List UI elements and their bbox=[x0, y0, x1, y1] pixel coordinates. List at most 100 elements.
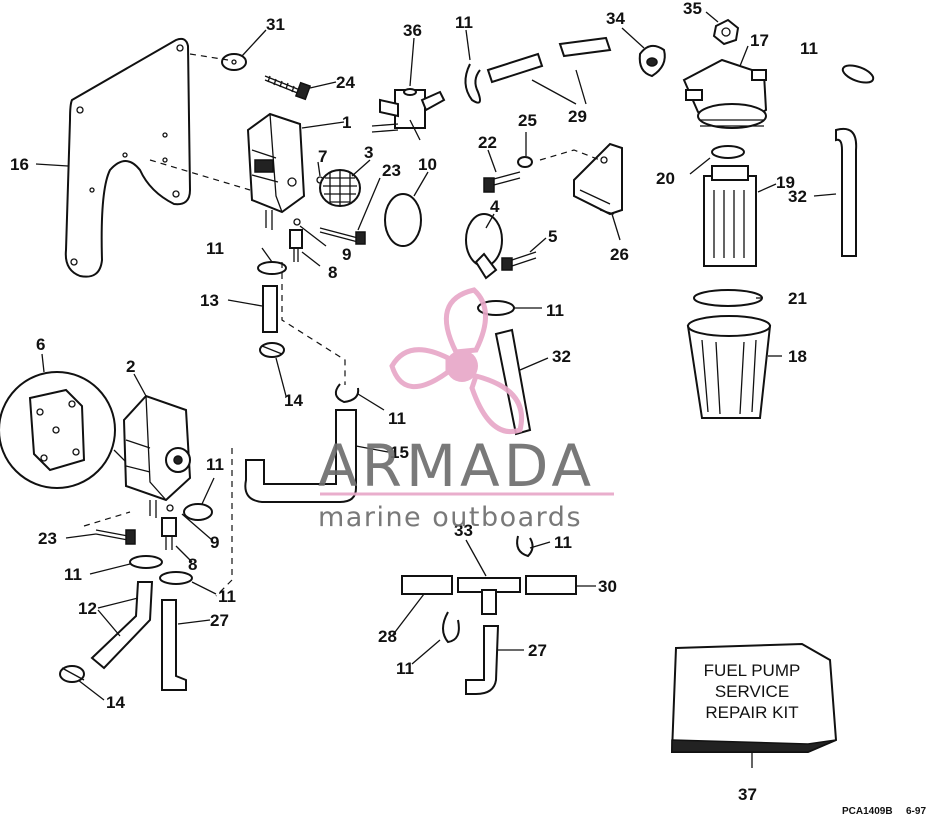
o-ring-21-part bbox=[693, 289, 763, 307]
callout-26: 26 bbox=[610, 245, 629, 264]
hose-12-part bbox=[90, 581, 154, 670]
callout-13: 13 bbox=[200, 291, 219, 310]
clamp-33-part bbox=[516, 535, 534, 558]
clip-14-upper-part bbox=[259, 342, 285, 358]
callout-12: 12 bbox=[78, 599, 97, 618]
hose-32-upper-part bbox=[835, 128, 858, 257]
hose-30-part bbox=[525, 575, 577, 595]
callout-11: 11 bbox=[388, 409, 406, 428]
callout-11: 11 bbox=[800, 39, 818, 58]
callout-21: 21 bbox=[788, 289, 807, 308]
watermark-brand: ARMADA bbox=[318, 432, 595, 500]
callout-22: 22 bbox=[478, 133, 497, 152]
callout-35: 35 bbox=[683, 0, 702, 18]
fuel-pump-lower-part bbox=[122, 394, 192, 518]
clamp-under-tee-part bbox=[442, 611, 460, 644]
callout-34: 34 bbox=[606, 9, 625, 28]
callout-11: 11 bbox=[455, 13, 473, 32]
callout-3: 3 bbox=[364, 143, 373, 162]
callout-11: 11 bbox=[206, 239, 224, 258]
callout-labels: 31 36 11 34 35 17 11 24 29 1 16 7 3 23 1… bbox=[10, 0, 818, 804]
callout-11: 11 bbox=[218, 587, 236, 606]
callout-11: 11 bbox=[206, 455, 224, 474]
kit-line-3: REPAIR KIT bbox=[705, 703, 798, 722]
callout-28: 28 bbox=[378, 627, 397, 646]
callout-14: 14 bbox=[284, 391, 303, 410]
nut-35-part bbox=[712, 18, 740, 46]
callout-8: 8 bbox=[188, 555, 197, 574]
callout-7: 7 bbox=[318, 147, 327, 166]
clamp-lower-left-part bbox=[129, 555, 163, 569]
pump-screw-upper-part bbox=[319, 227, 366, 245]
pump-screw-lower-part bbox=[95, 529, 136, 545]
diaphragm-inset-6 bbox=[0, 371, 131, 489]
callout-25: 25 bbox=[518, 111, 537, 130]
callout-30: 30 bbox=[598, 577, 617, 596]
o-ring-9-lower bbox=[166, 504, 174, 512]
tee-fitting-33-part bbox=[457, 577, 521, 615]
callout-9: 9 bbox=[342, 245, 351, 264]
clamp-lower-right-part bbox=[183, 503, 213, 521]
callout-36: 36 bbox=[403, 21, 422, 40]
hose-29-part bbox=[486, 36, 612, 84]
callout-9: 9 bbox=[210, 533, 219, 552]
o-ring-20-part bbox=[711, 145, 745, 159]
gasket-ring-part bbox=[384, 193, 422, 247]
bracket-screw-22-part bbox=[483, 171, 521, 193]
callout-24: 24 bbox=[336, 73, 355, 92]
callout-31: 31 bbox=[266, 15, 285, 34]
hose-28-part bbox=[401, 575, 453, 595]
watermark: ARMADA marine outboards bbox=[318, 287, 614, 533]
washer-25-part bbox=[517, 156, 533, 168]
kit-line-1: FUEL PUMP bbox=[704, 661, 801, 680]
hose-27-center-part bbox=[465, 625, 500, 695]
callout-1: 1 bbox=[342, 113, 351, 132]
callout-32: 32 bbox=[788, 187, 807, 206]
callout-37: 37 bbox=[738, 785, 757, 804]
callout-27: 27 bbox=[210, 611, 229, 630]
fuel-pump-upper-part bbox=[246, 112, 306, 230]
mounting-bracket-part bbox=[64, 37, 192, 278]
filter-bracket-26-part bbox=[573, 142, 623, 216]
callout-2: 2 bbox=[126, 357, 135, 376]
clamp-15-part bbox=[334, 383, 360, 404]
callout-29: 29 bbox=[568, 107, 587, 126]
primer-bulb-34-part bbox=[638, 44, 666, 78]
clamp-top-part bbox=[464, 63, 481, 104]
callout-33: 33 bbox=[454, 521, 473, 540]
hose-13-part bbox=[262, 285, 278, 333]
leader-lines bbox=[35, 11, 837, 768]
fitting-8-upper-part bbox=[289, 229, 303, 262]
callout-18: 18 bbox=[788, 347, 807, 366]
filter-screen-part bbox=[319, 169, 361, 207]
callout-6: 6 bbox=[36, 335, 45, 354]
callout-5: 5 bbox=[548, 227, 557, 246]
callout-32: 32 bbox=[552, 347, 571, 366]
callout-20: 20 bbox=[656, 169, 675, 188]
callout-11: 11 bbox=[554, 533, 572, 552]
o-ring-9-upper bbox=[293, 218, 301, 226]
callout-11: 11 bbox=[546, 301, 564, 320]
washer-part bbox=[221, 53, 247, 71]
callout-11: 11 bbox=[396, 659, 414, 678]
callout-16: 16 bbox=[10, 155, 29, 174]
fuel-fitting-part bbox=[371, 88, 446, 141]
callout-14: 14 bbox=[106, 693, 125, 712]
callout-8: 8 bbox=[328, 263, 337, 282]
callout-10: 10 bbox=[418, 155, 437, 174]
callout-17: 17 bbox=[750, 31, 769, 50]
callout-19: 19 bbox=[776, 173, 795, 192]
clamp-right-part bbox=[841, 64, 875, 84]
callout-23: 23 bbox=[382, 161, 401, 180]
callout-15: 15 bbox=[390, 443, 409, 462]
repair-kit-box-37 bbox=[670, 642, 838, 753]
fitting-8-lower-part bbox=[161, 517, 177, 550]
propeller-logo bbox=[389, 287, 524, 434]
hose-27-left-part bbox=[161, 599, 187, 691]
callout-11: 11 bbox=[64, 565, 82, 584]
watermark-tagline: marine outboards bbox=[318, 502, 582, 533]
filter-head-17-part bbox=[682, 58, 768, 129]
clamp-lower-mid-part bbox=[159, 571, 193, 585]
filter-element-19-part bbox=[703, 165, 757, 267]
